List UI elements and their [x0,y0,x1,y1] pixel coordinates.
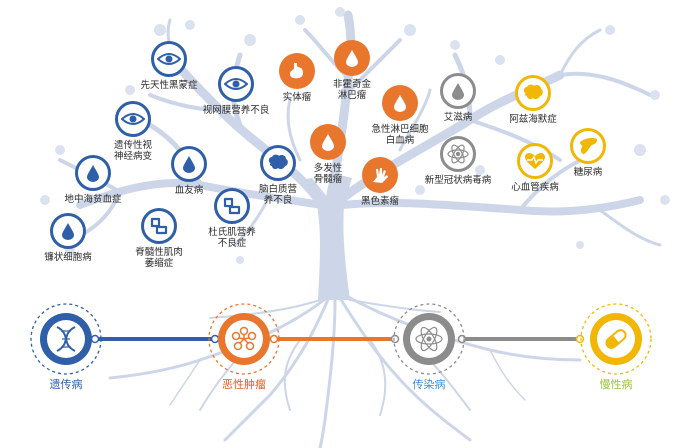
disease-node-aids: 艾滋病 [430,73,486,123]
disease-node-multiple-myeloma: 多发性 骨髓瘤 [298,124,358,185]
disease-label: 艾滋病 [444,112,473,123]
blood-drop-icon [50,213,86,249]
category-infectious: 传染病 [384,302,474,392]
blood-drop-icon [334,40,370,76]
category-genetic: 遗传病 [21,302,111,392]
capsule-icon [571,302,661,378]
category-label: 慢性病 [600,376,633,392]
disease-label: 多发性 骨髓瘤 [314,163,343,185]
pancreas-icon [570,128,606,164]
dna-icon [21,302,111,378]
eye-icon [115,101,151,137]
blood-drop-icon [310,124,346,160]
disease-label: 阿兹海默症 [509,114,557,125]
disease-node-cardiovascular: 心血管疾病 [502,143,568,193]
disease-label: 脊髓性肌肉 萎缩症 [135,247,183,269]
disease-node-solid-tumor: 实体瘤 [267,53,327,103]
blood-drop-icon [171,146,207,182]
cell-cluster-icon [199,302,289,378]
disease-label: 脑白质营 养不良 [259,184,297,206]
atom-icon [440,136,476,172]
disease-node-diabetes: 糖尿病 [560,128,616,178]
eye-icon [218,66,254,102]
disease-label: 糖尿病 [574,167,603,178]
brain-icon [260,145,296,181]
disease-label: 视网膜营养不良 [203,105,270,116]
category-label: 遗传病 [50,376,83,392]
disease-label: 新型冠状病毒病 [425,175,492,186]
disease-label: 心血管疾病 [511,182,559,193]
heart-icon [517,143,553,179]
blood-drop-icon [440,73,476,109]
disease-node-covid: 新型冠状病毒病 [418,136,498,186]
disease-node-alzheimers: 阿兹海默症 [500,75,566,125]
disease-node-hereditary-optic-neuropathy: 遗传性视 神经病变 [98,101,168,162]
disease-node-spinal-muscular-atrophy: 脊髓性肌肉 萎缩症 [126,208,192,269]
disease-node-melanoma: 黑色素瘤 [350,157,410,207]
disease-node-thalassemia: 地中海贫血症 [55,155,131,205]
hand-icon [362,157,398,193]
blood-drop-icon [382,85,418,121]
disease-label: 黑色素瘤 [361,196,399,207]
eye-icon [151,41,187,77]
disease-label: 镰状细胞病 [44,252,92,263]
disease-label: 地中海贫血症 [64,194,121,205]
atom-icon [384,302,474,378]
category-chronic: 慢性病 [571,302,661,392]
disease-label: 实体瘤 [283,92,312,103]
stomach-icon [279,53,315,89]
blood-drop-icon [75,155,111,191]
disease-node-sickle-cell: 镰状细胞病 [33,213,103,263]
disease-label: 先天性黑蒙症 [140,80,197,91]
disease-label: 杜氏肌营养 不良症 [208,227,256,249]
muscle-icon [141,208,177,244]
category-tumor: 恶性肿瘤 [199,302,289,392]
category-label: 传染病 [413,376,446,392]
category-label: 恶性肿瘤 [222,376,266,392]
brain-icon [515,75,551,111]
